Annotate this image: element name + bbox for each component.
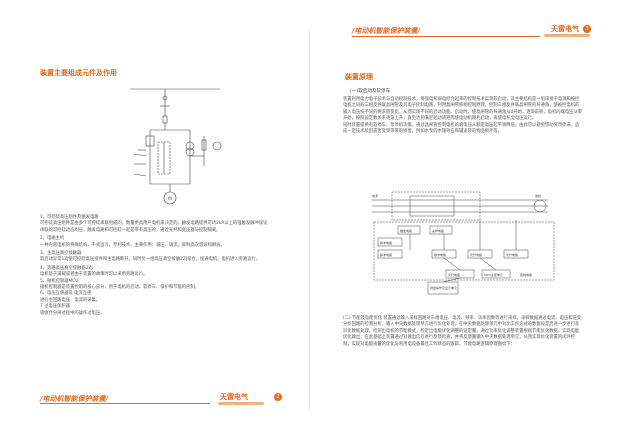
label-pulse-3: 脉冲电路	[434, 252, 446, 257]
item-6-title: 6、电压互感器及 电流互感	[40, 291, 92, 297]
page-gutter	[309, 30, 310, 410]
item-6-text: 进行主回路电压、电流的采集。	[40, 297, 101, 303]
label-trigger: 触发电路	[400, 228, 412, 233]
item-1-text: 可控硅高压组件是由多个可控硅串联组成的，数量更具用户电机来决定的，触发电路提供可…	[40, 221, 268, 233]
item-1-title: 1、可控硅高压组件及触发电路	[40, 215, 99, 220]
item-2-text: 一种内嵌电机的特殊结构，干式自冷，专利技术，主要作用：调压、调流，抑制高次谐波和…	[40, 242, 225, 248]
energy-heading: (二) 节能及电能优化	[343, 316, 383, 321]
item-7-title: 7 过电压保护器	[40, 304, 70, 310]
energy-body: (二) 节能及电能优化 装置通过输入采样回路对三相电压、电流、频率、功率因数等进…	[343, 316, 583, 348]
footer-logo: 天雷电气	[220, 393, 248, 401]
label-pulse-2: 脉冲电路	[380, 252, 392, 257]
footer-accent-bar	[218, 402, 264, 405]
left-section-title: 装置主要组成元件及作用	[40, 69, 117, 77]
label-display: 键盘操作及显示单元	[430, 285, 457, 290]
softstart-paragraph-2: 同时装置提供有软停车、泵停机功能，通过晶闸管控制电机的端电压从额定电压起平滑降低…	[343, 122, 580, 135]
label-opto-2: 光纤电路	[506, 252, 518, 257]
label-opto-3: 光纤电路	[448, 272, 460, 277]
label-control: 控制电路	[520, 272, 532, 277]
softstart-heading: (一)软启动及软停车	[350, 89, 391, 94]
header-logo: 天雷电气	[551, 25, 579, 33]
item-4-text: 电机处于满载或者由于装置的故障时可以采用旁路运行。	[40, 272, 148, 278]
header-divider	[352, 36, 540, 37]
label-source: 电源	[372, 193, 378, 198]
label-motor: 电机	[535, 193, 541, 198]
footer-divider	[40, 403, 210, 404]
item-4-title: 4、旁路高压真空接触器2ZJ	[40, 265, 93, 271]
left-body: 1、可控硅高压组件及触发电路 可控硅高压组件是由多个可控硅串联组成的，数量更具用…	[40, 215, 270, 317]
principle-block-diagram: 电源 电机 触发电路 采样电路 脉冲电路 脉冲电路 脉冲电路 光纤电路 光纤电路…	[372, 191, 555, 295]
svg-text:M: M	[168, 196, 172, 201]
header-accent-bar	[544, 34, 590, 37]
header-brand: /电动机智能保护装置/	[352, 27, 421, 35]
label-cpu: MCU主控单元	[484, 272, 503, 277]
footer-page-number: 2	[274, 393, 282, 401]
label-sampling: 采样电路	[432, 228, 444, 233]
header-page-number: 3	[583, 25, 591, 33]
item-7-text: 吸收合分闸过程中的操作过电压。	[40, 310, 105, 316]
energy-paragraph: 装置通过输入采样回路对三相电压、电流、频率、功率因数等进行采样，采样数据通过电流…	[343, 316, 582, 347]
item-5-title: 5、微机控制器MCU	[40, 278, 79, 284]
label-opto-1: 光纤电路	[470, 252, 482, 257]
item-5-text: 微机控制器是装置控制的核心部分，用于电机的启动、软停车、保护和节能的控制。	[40, 285, 199, 291]
footer-brand: /电动机智能保护装置/	[40, 395, 109, 403]
softstart-paragraph-1: 装置利用电力电子技术与自动控制技术，将强电和弱电结合起来的控制技术实现软启动，其…	[343, 97, 583, 122]
item-3-text: 软启动异常1ZJ使可控硅高压组件和主电路断开，同时另一组高压真空接触2ZJ吸合，…	[40, 257, 261, 263]
right-section-title: 装置原理	[345, 73, 373, 81]
circuit-schematic: M	[130, 88, 222, 205]
label-pulse-1: 脉冲电路	[380, 240, 392, 245]
item-3-title: 3、主高压真空接触器	[40, 251, 82, 257]
softstart-body: 装置利用电力电子技术与自动控制技术，将强电和弱电结合起来的控制技术实现软启动，其…	[343, 97, 583, 135]
item-2-title: 2、电磁主机	[40, 236, 65, 242]
